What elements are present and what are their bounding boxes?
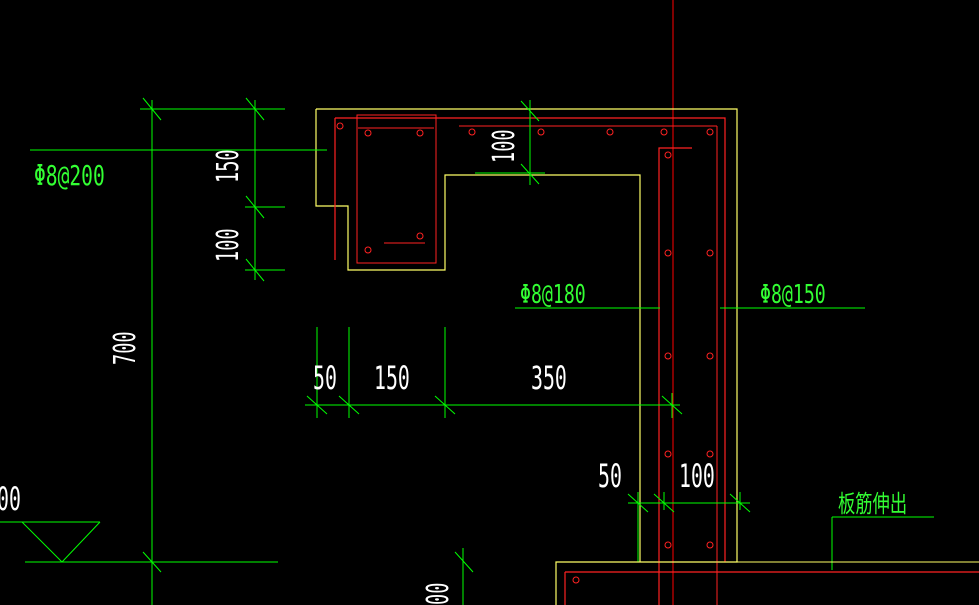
dimension-lines bbox=[0, 97, 979, 605]
dim-100-vertical-left: 100 bbox=[210, 228, 245, 262]
dim-100-vertical-top: 100 bbox=[486, 129, 521, 163]
dim-50-horizontal: 50 bbox=[313, 360, 337, 397]
label-rebar-mid: Φ8@180 bbox=[520, 280, 586, 310]
rebar-dots bbox=[336, 122, 714, 584]
dim-50-bottom: 50 bbox=[598, 458, 622, 495]
rebar-wall-left bbox=[658, 147, 692, 605]
dim-partial-bottom: 00 bbox=[420, 583, 455, 605]
dim-150-horizontal: 150 bbox=[374, 360, 410, 397]
dim-700-vertical: 700 bbox=[107, 331, 142, 365]
rebar-stirrup bbox=[356, 114, 437, 264]
concrete-outline-left bbox=[315, 109, 641, 562]
label-rebar-right: Φ8@150 bbox=[760, 280, 826, 310]
label-rebar-top: Φ8@200 bbox=[34, 160, 105, 192]
dim-100-bottom: 100 bbox=[679, 458, 715, 495]
dim-350-horizontal: 350 bbox=[531, 360, 567, 397]
concrete-outline-outer bbox=[316, 108, 738, 605]
rebar-main-loop bbox=[335, 117, 726, 562]
dim-partial-left: 00 bbox=[0, 481, 21, 518]
dim-150-vertical: 150 bbox=[210, 149, 245, 183]
label-slab-note: 板筋伸出 bbox=[838, 490, 907, 518]
